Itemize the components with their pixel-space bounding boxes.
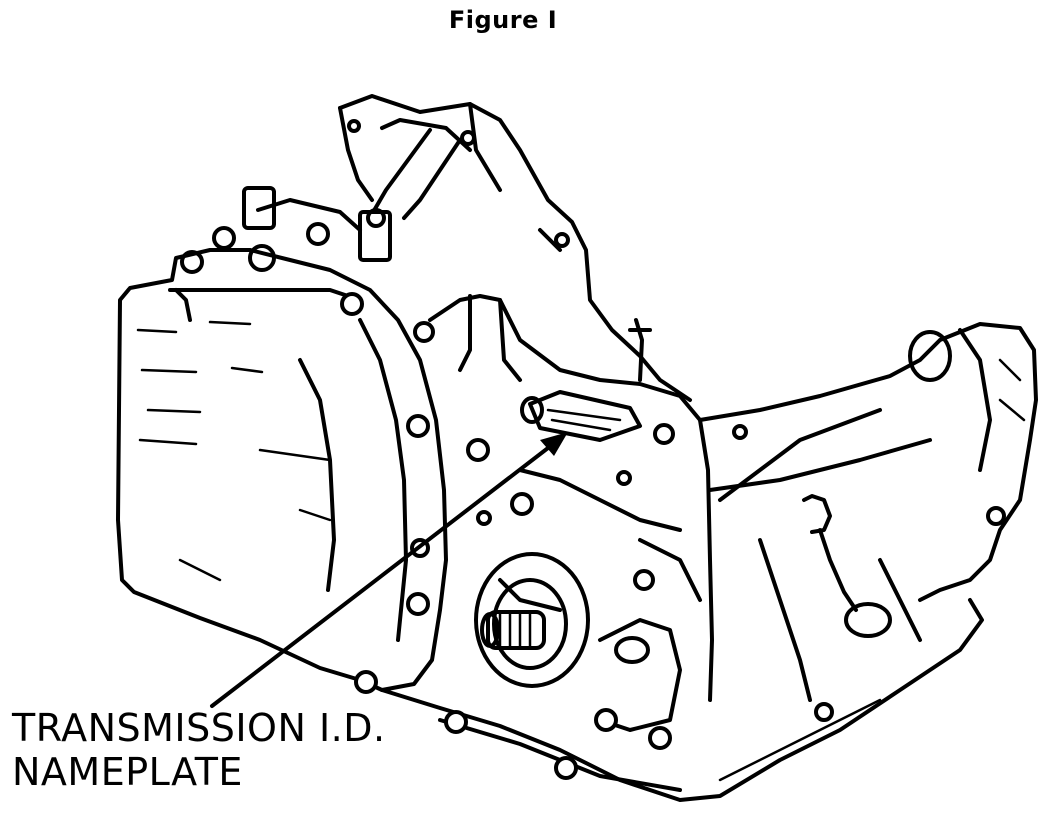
bottom-pan — [380, 538, 984, 802]
output-shaft — [474, 552, 590, 688]
top-bolts — [180, 186, 392, 274]
side-cover — [116, 248, 448, 694]
callout-line-2: NAMEPLATE — [12, 750, 243, 794]
leader-arrow — [210, 432, 568, 708]
bell-housing — [338, 94, 692, 402]
nameplate-callout-label: TRANSMISSION I.D. NAMEPLATE — [12, 706, 386, 794]
nameplate — [520, 390, 642, 442]
extension-housing — [698, 322, 1038, 602]
dipstick — [802, 494, 892, 638]
main-case — [413, 294, 714, 702]
callout-line-1: TRANSMISSION I.D. — [12, 706, 386, 750]
figure-title: Figure I — [448, 6, 558, 34]
mount-boss — [594, 618, 682, 750]
